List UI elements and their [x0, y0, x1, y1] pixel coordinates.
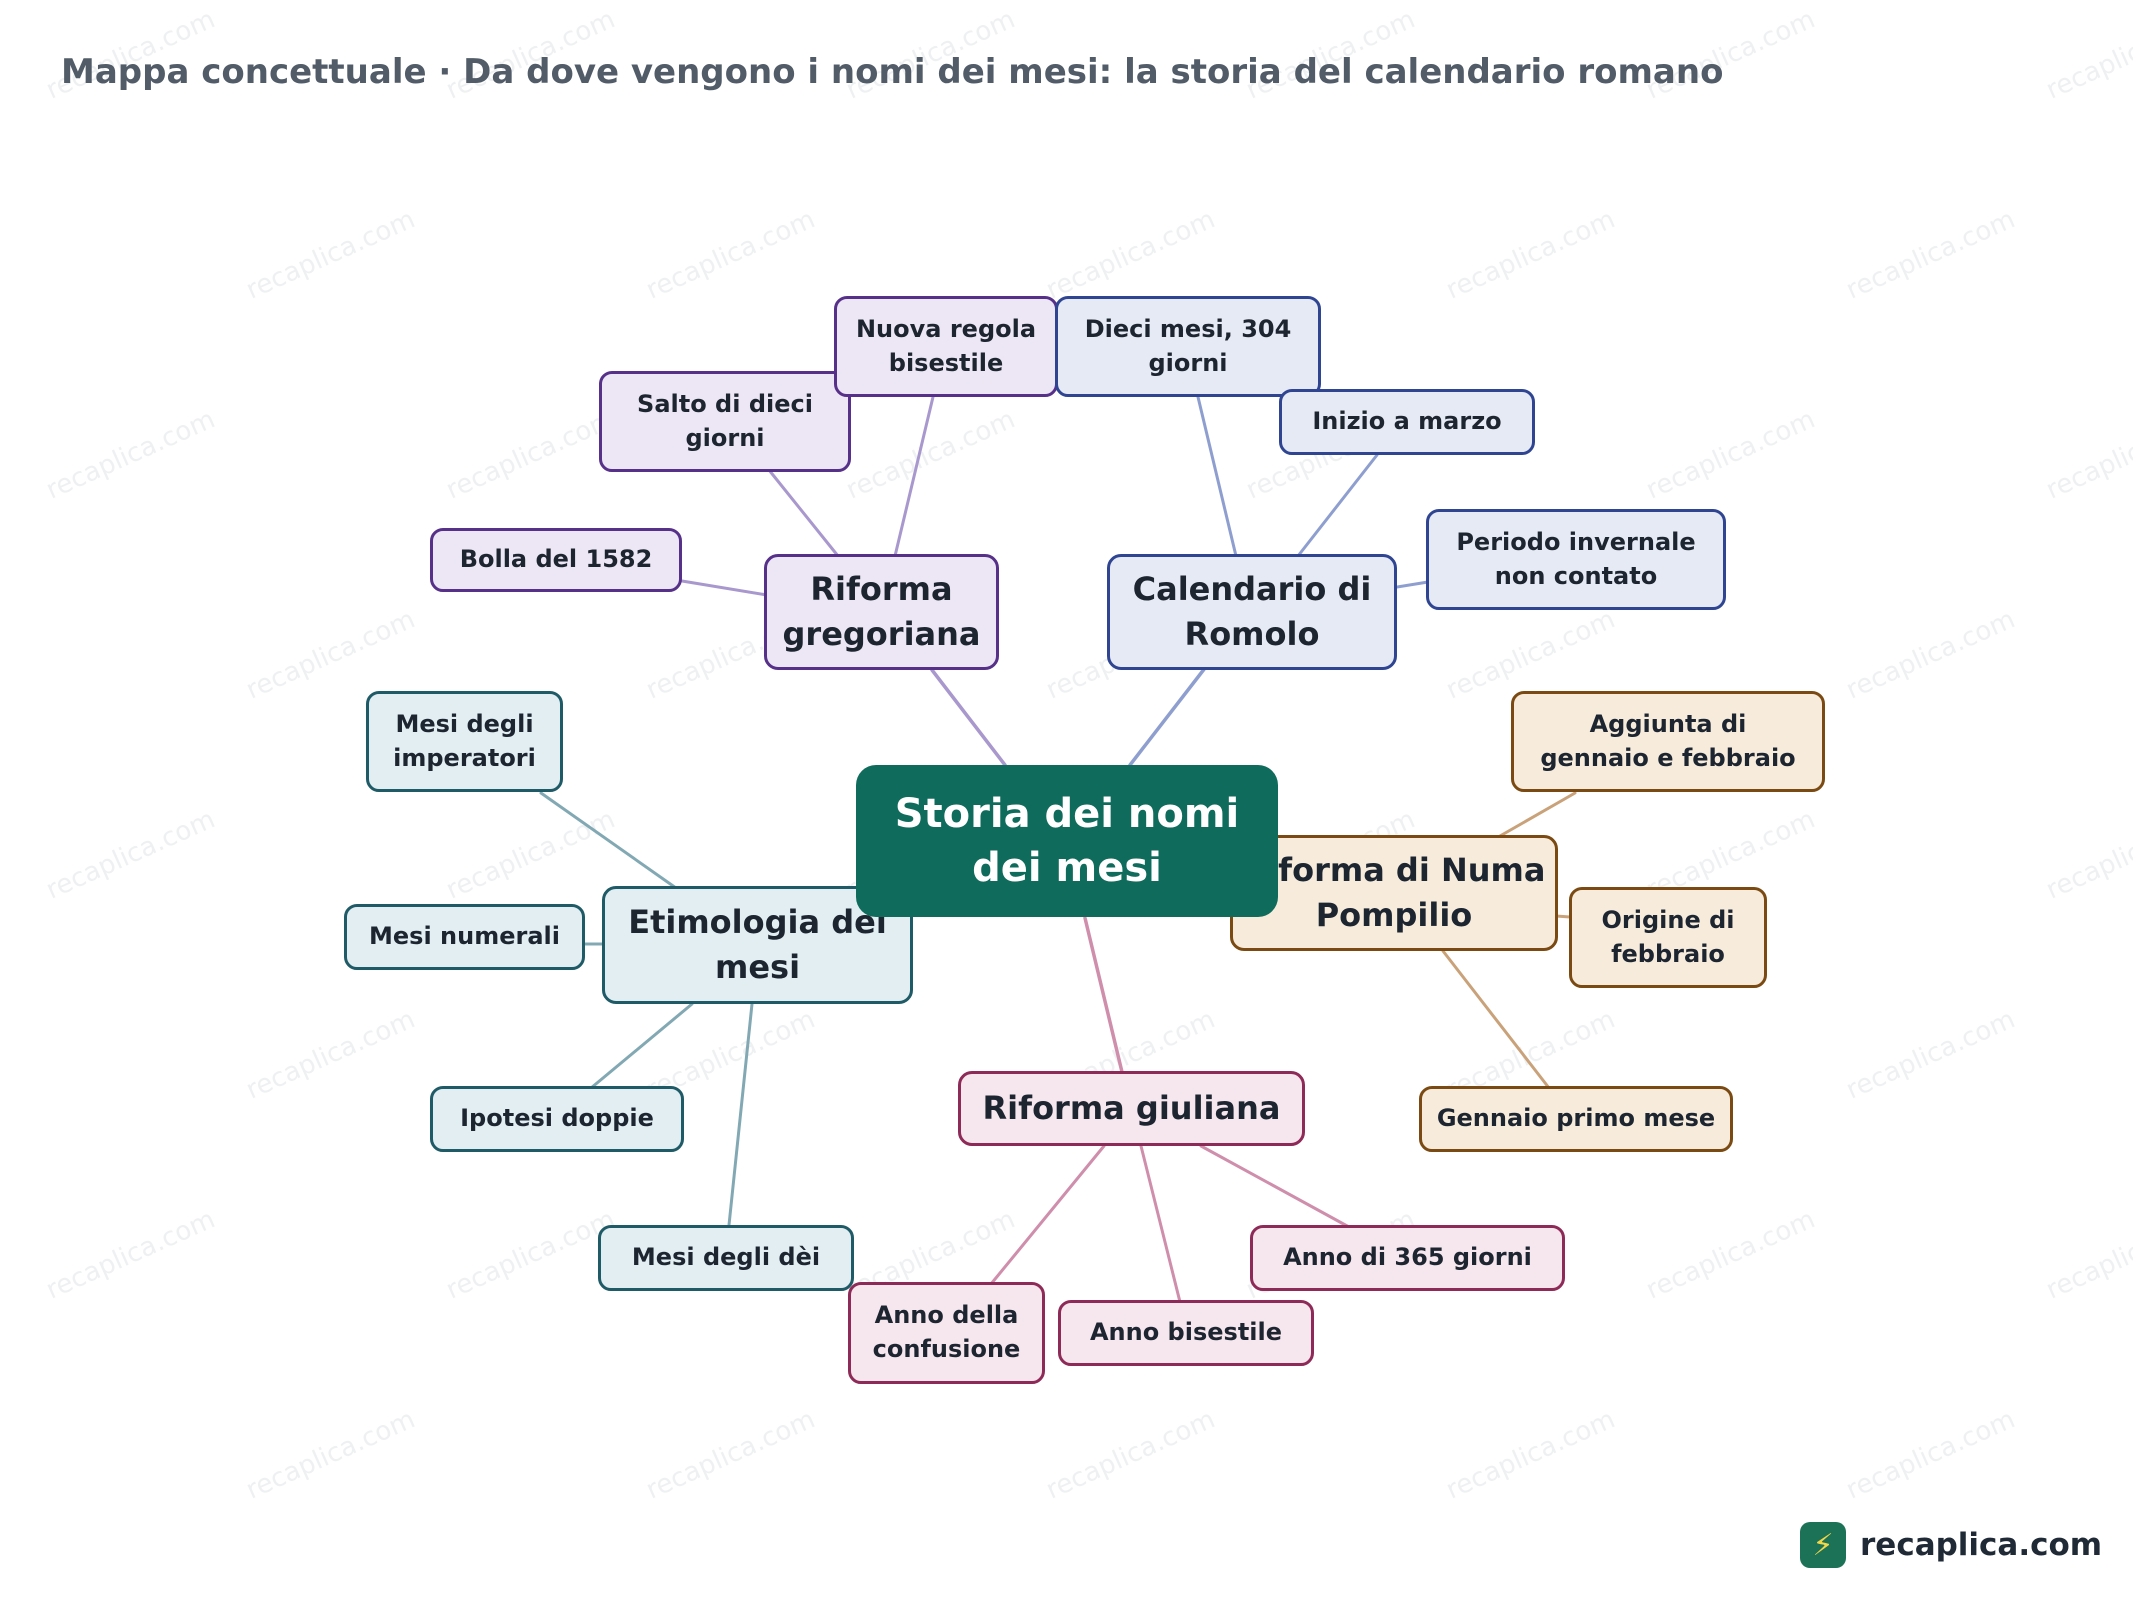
edge-numa-leaf-2 — [1554, 914, 1572, 919]
edge-numa-leaf-3 — [1441, 949, 1551, 1090]
bolt-icon: ⚡ — [1800, 1522, 1846, 1568]
leaf-origine-di-febbraio[interactable]: Origine di febbraio — [1569, 887, 1767, 988]
edge-etimologia-leaf-1 — [727, 1002, 754, 1227]
leaf-gennaio-primo-mese[interactable]: Gennaio primo mese — [1419, 1086, 1733, 1152]
leaf-dieci-mesi-304-giorni[interactable]: Dieci mesi, 304 giorni — [1055, 296, 1321, 397]
edge-giuliana-leaf-3 — [989, 1144, 1106, 1286]
leaf-salto-di-dieci-giorni[interactable]: Salto di dieci giorni — [599, 371, 851, 472]
leaf-nuova-regola-bisestile[interactable]: Nuova regola bisestile — [834, 296, 1058, 397]
page-title: Mappa concettuale · Da dove vengono i no… — [61, 52, 1724, 92]
branch-riforma-di-numa-pompilio[interactable]: Riforma di Numa Pompilio — [1230, 835, 1558, 951]
edge-etimologia-leaf-2 — [589, 1002, 694, 1090]
leaf-mesi-degli-dei[interactable]: Mesi degli dèi — [598, 1225, 854, 1291]
edge-romolo-leaf-3 — [1395, 580, 1430, 589]
leaf-periodo-invernale-non-contato[interactable]: Periodo invernale non contato — [1426, 509, 1726, 610]
brand-name: recaplica.com — [1860, 1527, 2103, 1563]
leaf-inizio-a-marzo[interactable]: Inizio a marzo — [1279, 389, 1535, 455]
branch-riforma-gregoriana[interactable]: Riforma gregoriana — [764, 554, 999, 670]
edge-romolo-leaf-2 — [1296, 453, 1379, 558]
edge-central-giuliana — [1083, 916, 1124, 1074]
leaf-ipotesi-doppie[interactable]: Ipotesi doppie — [430, 1086, 684, 1152]
edge-central-gregoriana — [930, 668, 1007, 767]
branch-calendario-di-romolo[interactable]: Calendario di Romolo — [1107, 554, 1397, 670]
edge-gregoriana-leaf-3 — [893, 395, 935, 558]
central-topic[interactable]: Storia dei nomi dei mesi — [856, 765, 1278, 917]
leaf-aggiunta-di-gennaio-e-febbraio[interactable]: Aggiunta di gennaio e febbraio — [1511, 691, 1825, 792]
branch-riforma-giuliana[interactable]: Riforma giuliana — [958, 1071, 1305, 1146]
leaf-anno-di-365-giorni[interactable]: Anno di 365 giorni — [1250, 1225, 1565, 1291]
leaf-anno-bisestile[interactable]: Anno bisestile — [1058, 1300, 1314, 1366]
leaf-mesi-degli-imperatori[interactable]: Mesi degli imperatori — [366, 691, 563, 792]
edge-etimologia-leaf-4 — [539, 791, 678, 890]
leaf-bolla-del-1582[interactable]: Bolla del 1582 — [430, 528, 682, 592]
leaf-anno-della-confusione[interactable]: Anno della confusione — [848, 1282, 1045, 1384]
edge-giuliana-leaf-1 — [1199, 1144, 1351, 1229]
edge-numa-leaf-1 — [1498, 791, 1577, 838]
edge-gregoriana-leaf-2 — [767, 468, 840, 558]
edge-giuliana-leaf-2 — [1139, 1144, 1182, 1304]
edge-central-romolo — [1128, 666, 1207, 767]
edge-romolo-leaf-1 — [1196, 395, 1238, 558]
brand-logo[interactable]: ⚡ recaplica.com — [1800, 1522, 2102, 1568]
leaf-mesi-numerali[interactable]: Mesi numerali — [344, 904, 585, 970]
edge-gregoriana-leaf-1 — [680, 579, 769, 597]
